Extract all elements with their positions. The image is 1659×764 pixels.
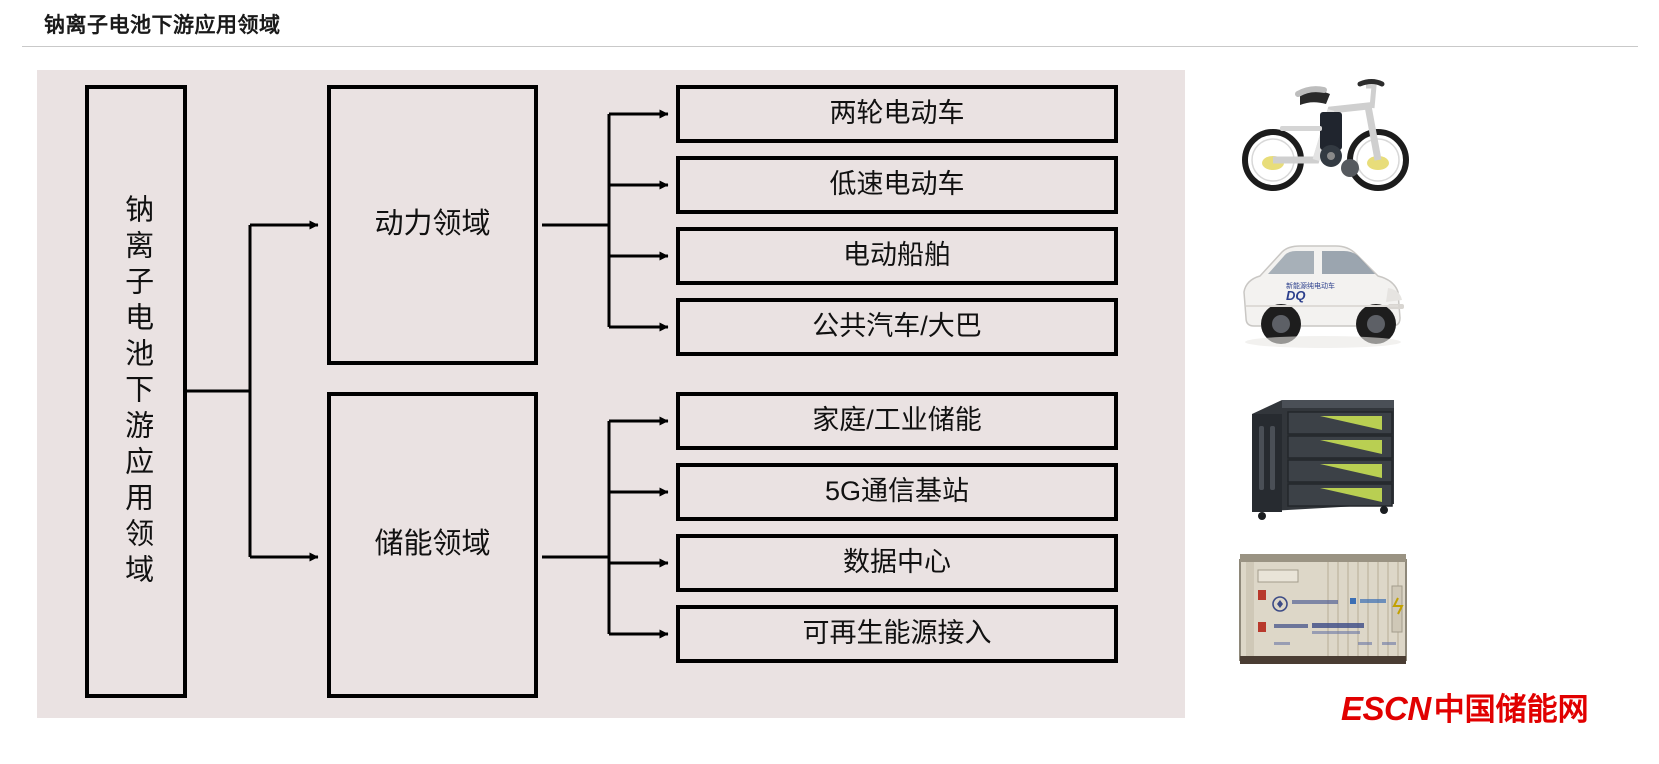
node-leaf-label: 两轮电动车	[829, 98, 965, 129]
node-root-label: 钠离子电池下游应用领域	[120, 193, 153, 590]
node-leaf-5g-base-station[interactable]: 5G通信基站	[676, 463, 1118, 521]
node-branch-storage-label: 储能领域	[374, 528, 491, 561]
logo-mark: ESCN	[1341, 690, 1431, 727]
node-branch-power-label: 动力领域	[374, 208, 491, 241]
node-leaf-electric-boat[interactable]: 电动船舶	[676, 227, 1118, 285]
node-leaf-renewable-integration[interactable]: 可再生能源接入	[676, 605, 1118, 663]
container-storage-photo	[1232, 546, 1414, 678]
low-speed-car-photo: 新能源纯电动车 DQ	[1228, 222, 1418, 356]
node-root[interactable]: 钠离子电池下游应用领域	[85, 85, 187, 698]
title-divider	[22, 46, 1638, 47]
electric-bicycle-photo	[1228, 68, 1418, 200]
node-leaf-label: 家庭/工业储能	[812, 405, 982, 436]
node-leaf-label: 数据中心	[843, 547, 951, 578]
node-leaf-label: 公共汽车/大巴	[812, 311, 982, 342]
node-leaf-bus[interactable]: 公共汽车/大巴	[676, 298, 1118, 356]
node-leaf-label: 可再生能源接入	[802, 618, 992, 649]
battery-cabinet-photo	[1234, 386, 1404, 522]
node-leaf-low-speed-ev[interactable]: 低速电动车	[676, 156, 1118, 214]
node-leaf-home-industrial-storage[interactable]: 家庭/工业储能	[676, 392, 1118, 450]
node-leaf-label: 低速电动车	[829, 169, 965, 200]
node-branch-power[interactable]: 动力领域	[327, 85, 538, 365]
page-title: 钠离子电池下游应用领域	[44, 14, 281, 37]
diagram-panel: 钠离子电池下游应用领域 动力领域 储能领域 两轮电动车 低速电动车 电动船舶 公…	[37, 70, 1185, 718]
node-leaf-data-center[interactable]: 数据中心	[676, 534, 1118, 592]
logo-name: 中国储能网	[1433, 692, 1589, 727]
svg-text:新能源纯电动车: 新能源纯电动车	[1286, 281, 1335, 290]
node-leaf-label: 5G通信基站	[824, 476, 970, 507]
site-logo: ESCN 中国储能网	[1341, 684, 1589, 729]
node-leaf-label: 电动船舶	[843, 240, 951, 271]
svg-text:DQ: DQ	[1286, 288, 1306, 303]
node-branch-storage[interactable]: 储能领域	[327, 392, 538, 698]
node-leaf-two-wheeler[interactable]: 两轮电动车	[676, 85, 1118, 143]
